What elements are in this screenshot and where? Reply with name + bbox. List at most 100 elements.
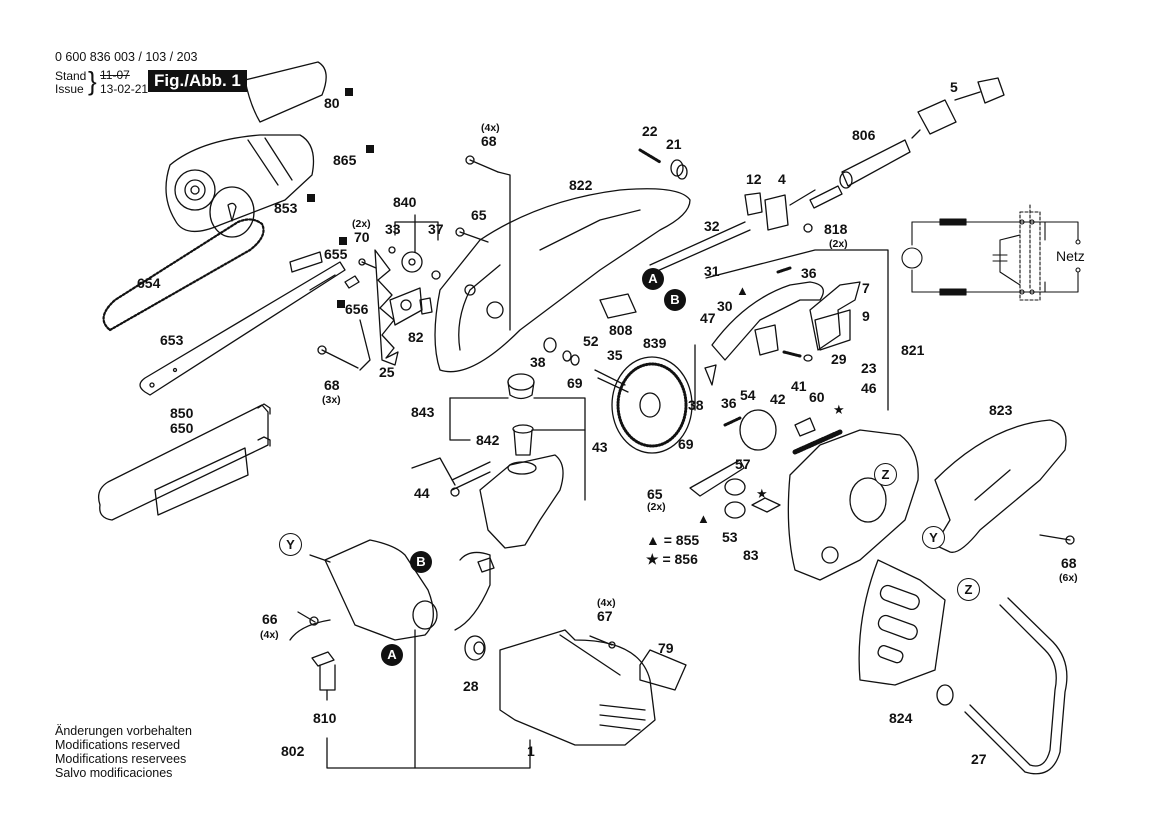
callout-66: 66 bbox=[262, 611, 278, 627]
callout-818-qty: (2x) bbox=[829, 238, 848, 250]
callout-68-left: 68 bbox=[324, 377, 340, 393]
part-28-bearing bbox=[464, 635, 486, 661]
callout-44: 44 bbox=[414, 485, 430, 501]
part-68-screw-right bbox=[1039, 534, 1075, 545]
star-marker: ★ bbox=[756, 486, 768, 501]
notice-line-en: Modifications reserved bbox=[55, 738, 181, 752]
callout-47: 47 bbox=[700, 310, 716, 326]
callout-23: 23 bbox=[861, 360, 877, 376]
callout-822: 822 bbox=[569, 177, 593, 193]
wiring-schematic bbox=[901, 204, 1081, 301]
callout-823: 823 bbox=[989, 402, 1013, 418]
part-38-bushing bbox=[543, 337, 557, 353]
connector-z-housing: Z bbox=[874, 463, 897, 486]
notice-line-es: Salvo modificaciones bbox=[55, 766, 173, 780]
part-802-motor-unit bbox=[309, 539, 438, 641]
callout-41: 41 bbox=[791, 378, 807, 394]
callout-650: 650 bbox=[170, 420, 194, 436]
part-53-ring bbox=[724, 501, 746, 519]
callout-818: 818 bbox=[824, 221, 848, 237]
part-650-bar-cover bbox=[97, 403, 271, 521]
callout-68-right: 68 bbox=[1061, 555, 1077, 571]
part-21-knob bbox=[670, 159, 688, 180]
callout-65-lower-qty: (2x) bbox=[647, 501, 666, 513]
part-808-label bbox=[599, 293, 637, 319]
stand-label: Stand bbox=[55, 69, 87, 83]
part-79-label bbox=[639, 649, 687, 691]
callout-12: 12 bbox=[746, 171, 762, 187]
callout-70: 70 bbox=[354, 229, 370, 245]
part-29-spring bbox=[782, 350, 813, 362]
part-80-cover-strip bbox=[244, 61, 327, 123]
part-main-spring bbox=[792, 429, 843, 455]
connector-y-housing: Y bbox=[922, 526, 945, 549]
part-823-housing-right bbox=[934, 419, 1067, 553]
callout-840: 840 bbox=[393, 194, 417, 210]
callout-57: 57 bbox=[735, 456, 751, 472]
callout-38-top: 38 bbox=[530, 354, 546, 370]
callout-802: 802 bbox=[281, 743, 305, 759]
callout-69-lower: 69 bbox=[678, 436, 694, 452]
callout-656: 656 bbox=[345, 301, 369, 317]
part-824-hand-guard bbox=[858, 559, 946, 686]
callout-60: 60 bbox=[809, 389, 825, 405]
callout-9: 9 bbox=[862, 308, 870, 324]
callout-865: 865 bbox=[333, 152, 357, 168]
part-54-brake-band bbox=[739, 409, 777, 451]
part-822-housing-left bbox=[434, 188, 691, 373]
callout-42: 42 bbox=[770, 391, 786, 407]
callout-21: 21 bbox=[666, 136, 682, 152]
connector-a-top: A bbox=[642, 268, 664, 290]
part-22-spring bbox=[638, 148, 662, 164]
callout-83: 83 bbox=[743, 547, 759, 563]
square-marker bbox=[307, 194, 315, 202]
part-843-oil-cap bbox=[449, 373, 586, 501]
mains-label: Netz bbox=[1056, 248, 1085, 264]
part-5-mains-cable-plug bbox=[911, 77, 1005, 139]
callout-80: 80 bbox=[324, 95, 340, 111]
notice-line-de: Änderungen vorbehalten bbox=[55, 724, 192, 738]
connector-z-handle: Z bbox=[957, 578, 980, 601]
callout-25: 25 bbox=[379, 364, 395, 380]
triangle-marker: ▲ bbox=[736, 283, 749, 298]
part-23-trigger bbox=[754, 324, 779, 356]
stand-value: 11-07 bbox=[100, 68, 130, 82]
callout-36-top: 36 bbox=[801, 265, 817, 281]
part-bracket bbox=[389, 287, 423, 326]
figure-label: Fig./Abb. 1 bbox=[148, 70, 247, 92]
callout-853: 853 bbox=[274, 200, 298, 216]
callout-808: 808 bbox=[609, 322, 633, 338]
part-65-screw-top bbox=[455, 227, 489, 243]
part-68-screw-top bbox=[465, 155, 511, 331]
callout-38-lower: 38 bbox=[688, 397, 704, 413]
callout-824: 824 bbox=[889, 710, 913, 726]
callout-30: 30 bbox=[717, 298, 733, 314]
triangle-marker: ▲ bbox=[697, 511, 710, 526]
callout-37: 37 bbox=[428, 221, 444, 237]
callout-27: 27 bbox=[971, 751, 987, 767]
part-36-spring-top bbox=[776, 266, 792, 274]
callout-68-left-qty: (3x) bbox=[322, 394, 341, 406]
callout-70-qty: (2x) bbox=[352, 218, 371, 230]
square-marker bbox=[339, 237, 347, 245]
part-4-switch-block bbox=[744, 189, 816, 231]
callout-821: 821 bbox=[901, 342, 925, 358]
callout-806: 806 bbox=[852, 127, 876, 143]
part-67-screw bbox=[589, 635, 616, 649]
part-1-motor-housing bbox=[499, 629, 656, 746]
callout-68-top-qty: (4x) bbox=[481, 122, 500, 134]
part-43-oil-tank bbox=[479, 454, 564, 549]
legend-triangle: ▲ = 855 bbox=[646, 532, 700, 548]
callout-839: 839 bbox=[643, 335, 667, 351]
callout-5: 5 bbox=[950, 79, 958, 95]
part-853-disc bbox=[209, 186, 255, 238]
part-60-plate bbox=[794, 417, 816, 437]
callout-28: 28 bbox=[463, 678, 479, 694]
part-25-spike-bumper bbox=[374, 249, 399, 366]
part-655-plate bbox=[289, 251, 323, 273]
part-66-screw bbox=[297, 611, 319, 626]
callout-68-top: 68 bbox=[481, 133, 497, 149]
connector-y-motor: Y bbox=[279, 533, 302, 556]
part-83-label bbox=[751, 497, 781, 513]
